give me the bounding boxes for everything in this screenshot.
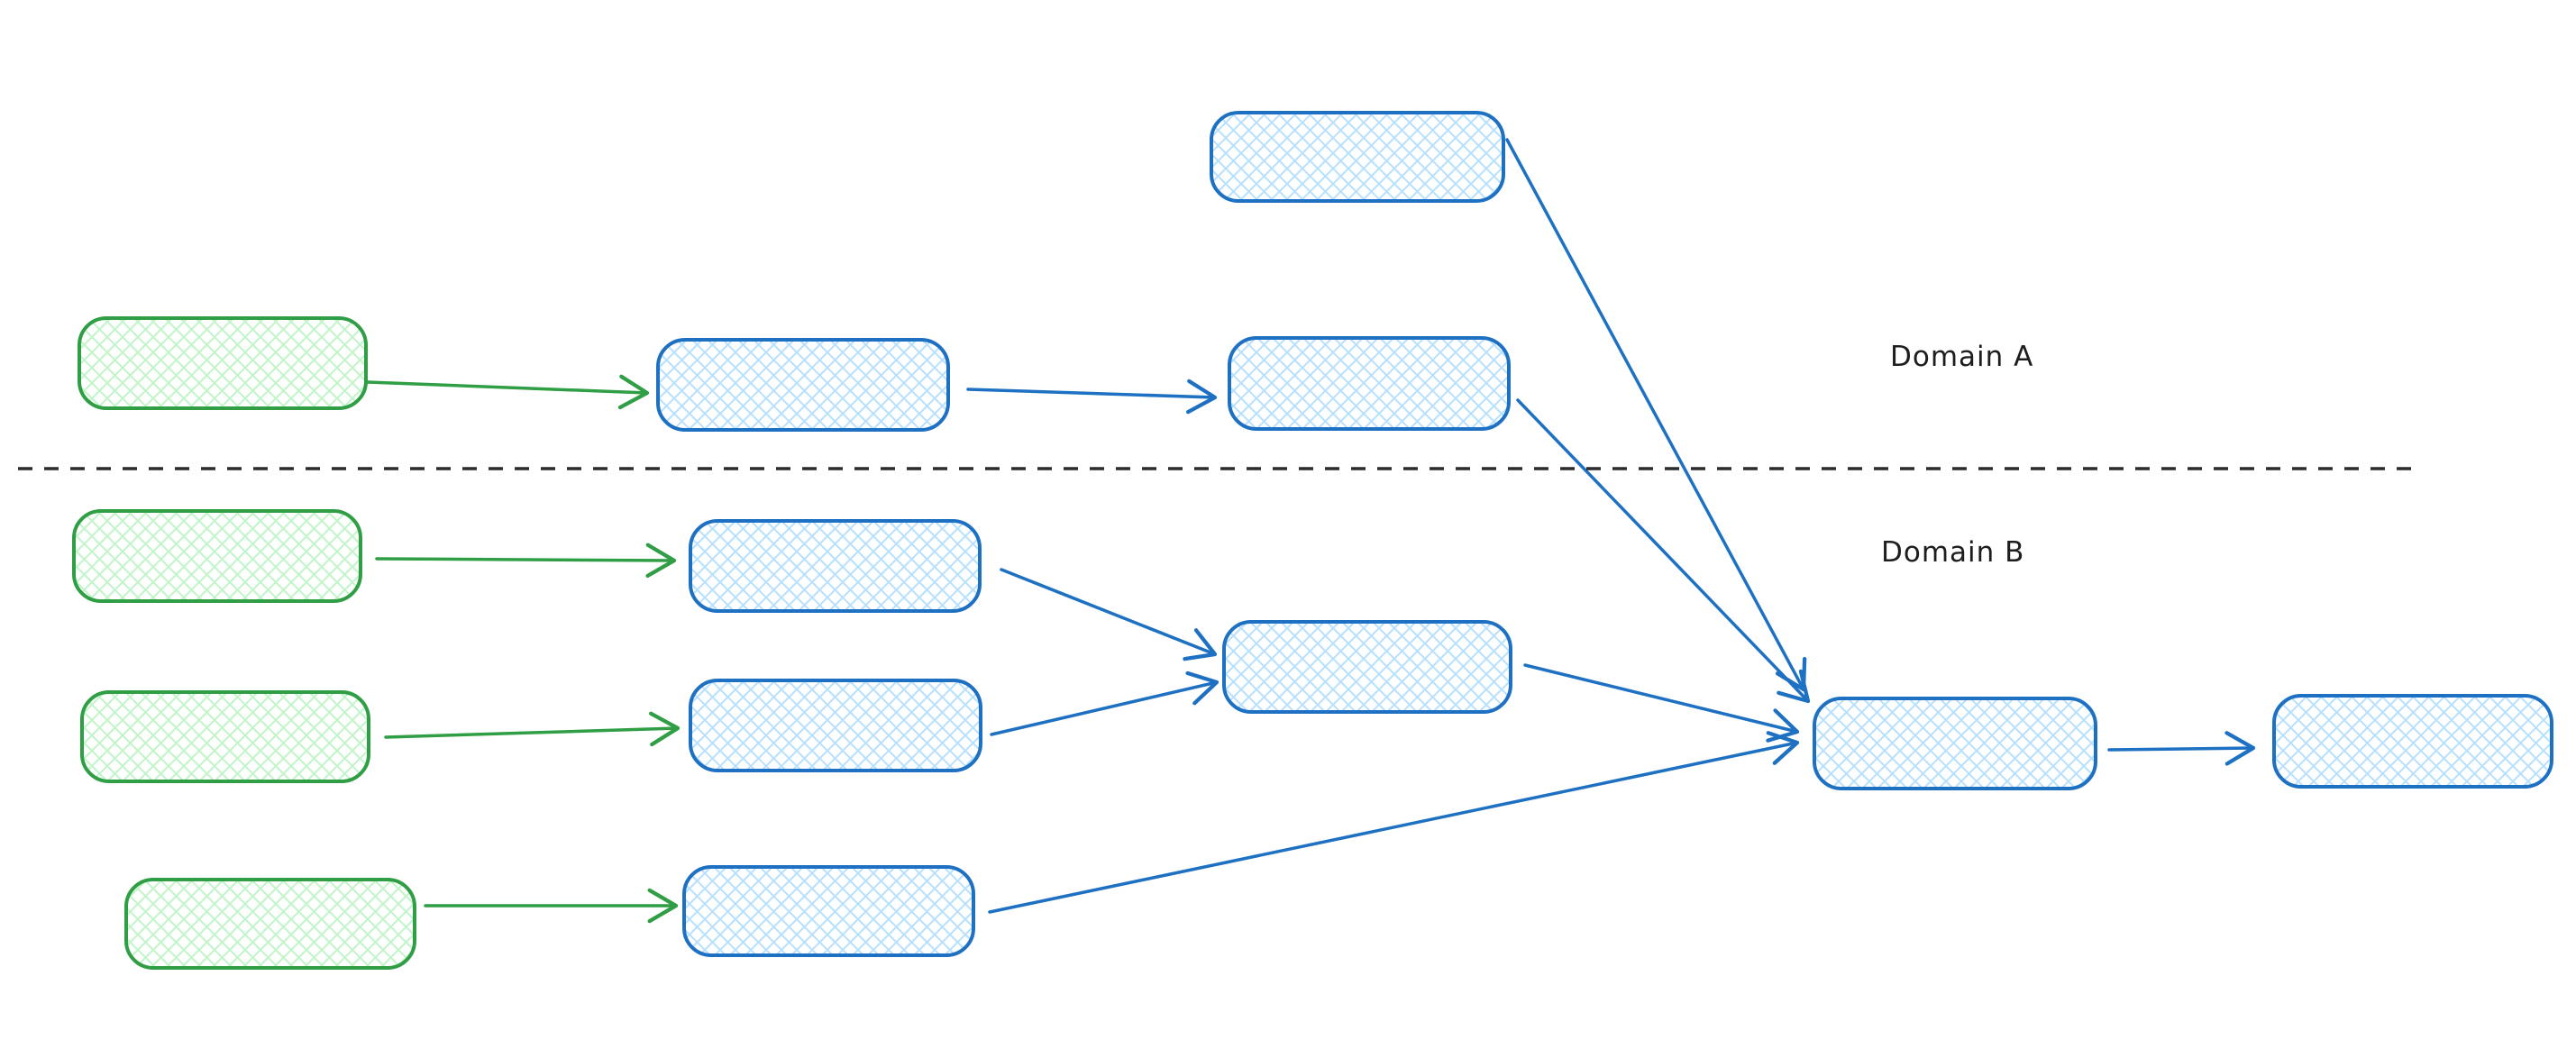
node-green-source-b3 xyxy=(124,878,416,970)
edge-bmerge-to-mainmerge xyxy=(1523,663,1800,743)
edge-a2-to-mainmerge xyxy=(1516,398,1811,704)
diagram-nodes xyxy=(72,111,2553,970)
domain-b-label: Domain B xyxy=(1881,536,2024,569)
edge-greena-to-a1 xyxy=(366,374,650,410)
node-blue-a-stage2 xyxy=(1228,336,1511,431)
edge-top-to-mainmerge xyxy=(1505,138,1807,692)
edge-a1-to-a2 xyxy=(966,379,1218,415)
edge-b1-to-bmerge xyxy=(1000,568,1218,661)
node-blue-b-stage1-row3 xyxy=(682,865,975,957)
domain-a-label: Domain A xyxy=(1890,341,2033,373)
node-blue-a-stage1 xyxy=(656,338,950,432)
diagram-edges xyxy=(366,138,2256,924)
node-blue-b-stage1-row1 xyxy=(689,519,982,613)
edge-mainmerge-to-final xyxy=(2107,731,2256,766)
node-blue-main-merge xyxy=(1813,697,2097,790)
node-green-source-a xyxy=(78,316,368,410)
node-blue-final xyxy=(2272,694,2553,789)
node-green-source-b1 xyxy=(72,509,362,603)
edge-greenb1-to-b1 xyxy=(375,543,677,579)
edge-b2-to-bmerge xyxy=(990,670,1219,736)
node-green-source-b2 xyxy=(80,690,370,783)
node-blue-b-merge xyxy=(1222,620,1512,714)
edge-greenb2-to-b2 xyxy=(384,711,681,747)
edge-b3-to-mainmerge xyxy=(988,731,1800,914)
node-blue-b-stage1-row2 xyxy=(689,679,982,772)
node-blue-top-source xyxy=(1210,111,1505,203)
